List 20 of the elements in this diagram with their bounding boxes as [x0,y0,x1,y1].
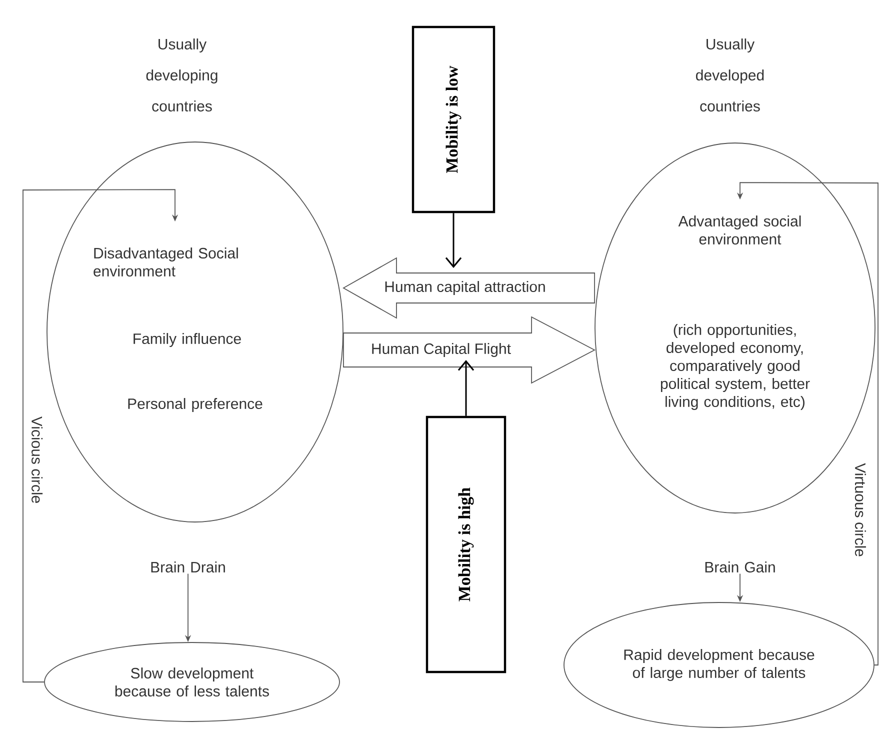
arrow [458,360,474,416]
edge-label: Virtuous circle [853,462,868,558]
loop-arrow [22,189,178,682]
node-text: Advantaged social environment [678,216,801,244]
edge-label: Human Capital Flight [369,342,513,358]
node-text: Brain Gain [705,562,775,572]
node-text: Brain Drain [151,562,225,572]
node-text: Disadvantaged Social environment [94,248,238,276]
edge-label: Vicious circle [30,414,44,506]
node-text: Slow development because of less talents [115,668,269,696]
node-text: (rich opportunities, developed economy, comparatively good political system, better living conditions, etc) [660,324,810,410]
arrow [445,213,462,268]
edge-label: Human capital attraction [382,280,548,296]
node-text: Rapid development because of large number of talents [624,649,814,681]
mobility-box: Mobility is low [412,26,496,214]
mobility-box: Mobility is high [426,416,506,674]
node-text: Family influence [134,333,241,347]
heading-text: Usually developed countries [696,38,764,112]
node-text: Personal preference [128,398,262,412]
heading-text: Usually developing countries [146,38,218,112]
